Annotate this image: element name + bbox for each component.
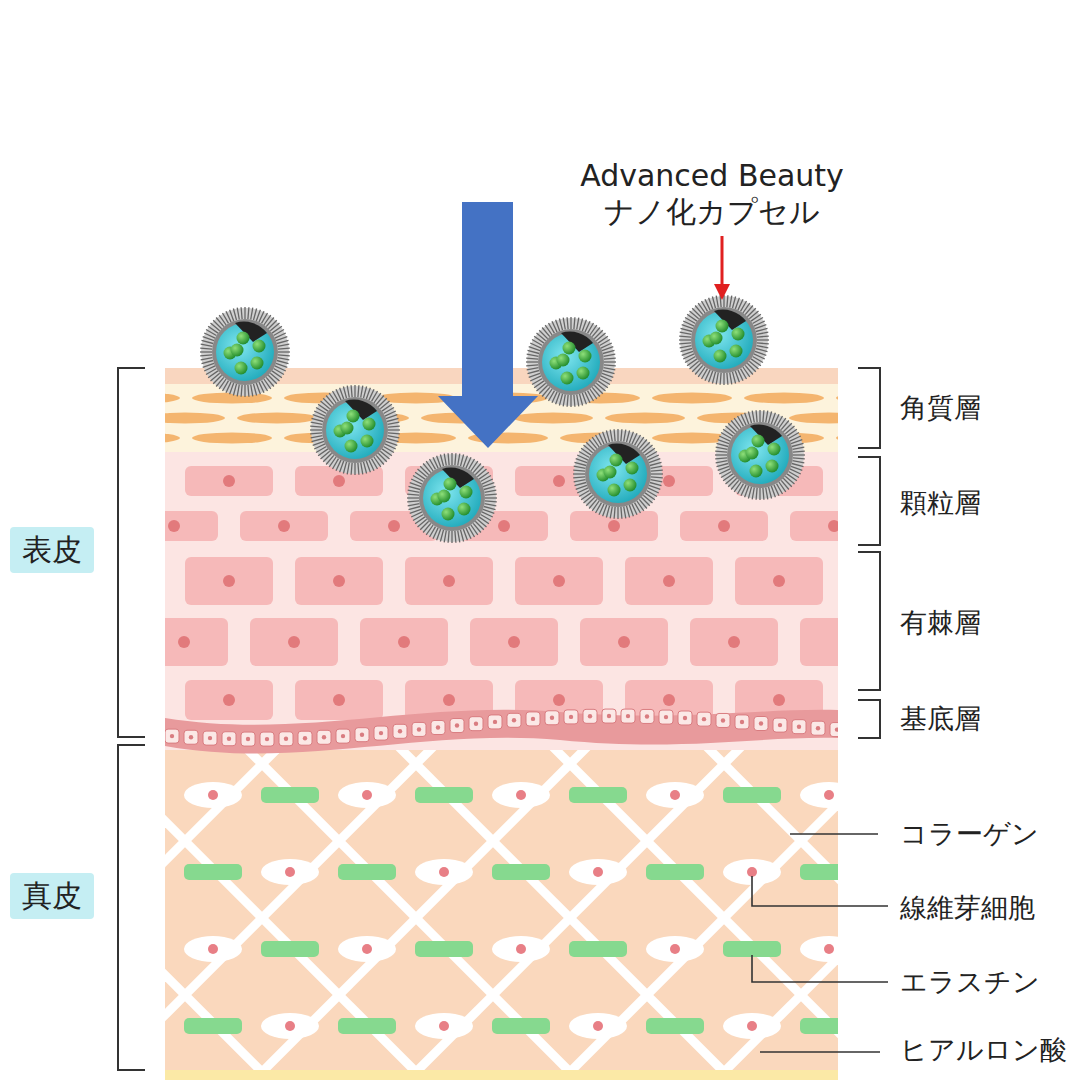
callout-arrow <box>714 284 730 300</box>
capsule-callout: Advanced Beauty ナノ化カプセル <box>562 158 862 230</box>
layer-name: 真皮 <box>22 878 82 914</box>
layer-label: 角質層 <box>900 392 981 424</box>
part-label: ヒアルロン酸 <box>900 1034 1067 1066</box>
layer-name: 表皮 <box>22 532 82 568</box>
penetration-arrow <box>438 202 538 448</box>
layer-label: 有棘層 <box>900 607 981 639</box>
part-label: エラスチン <box>900 966 1040 998</box>
layer-brackets <box>118 368 880 1070</box>
nano-capsules <box>200 295 805 543</box>
layer-label: 基底層 <box>900 703 981 735</box>
part-label: コラーゲン <box>900 818 1039 850</box>
part-label: 線維芽細胞 <box>900 892 1035 924</box>
layer-box: 表皮 <box>10 527 94 573</box>
epidermis-ground <box>165 450 838 750</box>
layer-box: 真皮 <box>10 873 94 919</box>
leader-lines <box>752 834 888 1052</box>
layer-label: 顆粒層 <box>900 487 981 519</box>
